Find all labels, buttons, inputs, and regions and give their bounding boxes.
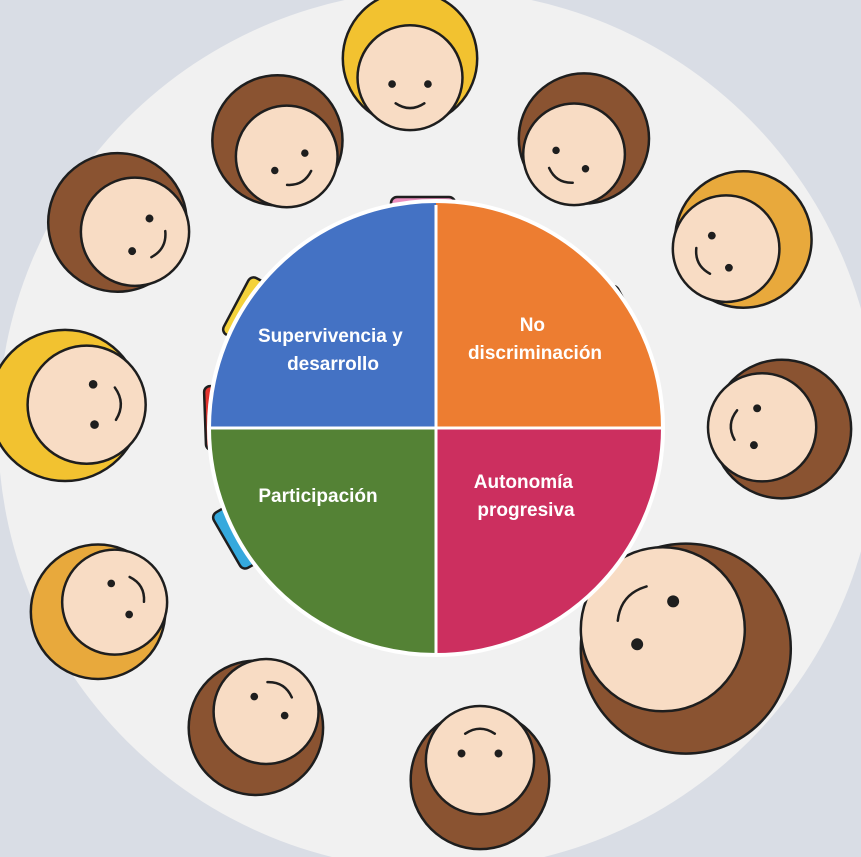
label-supervivencia: Supervivencia y desarrollo [258, 326, 408, 375]
label-autonomia-line-1: Autonomía [474, 472, 574, 493]
label-participacion-line-1: Participación [258, 486, 377, 507]
child-bottom-head [409, 704, 551, 851]
child-left-lower-head [29, 543, 169, 681]
quadrant-supervivencia [209, 201, 436, 428]
label-autonomia: Autonomía progresiva [474, 472, 579, 521]
quadrant-participacion [209, 428, 436, 655]
child-top-left-head [211, 73, 344, 209]
label-no-discriminacion: No discriminación [468, 315, 602, 364]
label-supervivencia-line-1: Supervivencia y [258, 326, 403, 347]
child-top-right-head [517, 72, 651, 207]
quadrant-no-discriminacion [436, 201, 663, 428]
label-autonomia-line-2: progresiva [477, 500, 575, 521]
rights-circle [207, 199, 665, 657]
child-right-upper-head [671, 170, 813, 310]
quadrant-autonomia [436, 428, 663, 655]
child-left-head [0, 328, 147, 483]
label-supervivencia-line-2: desarrollo [287, 354, 379, 375]
label-no-discriminacion-line-1: No [520, 315, 545, 336]
child-left-upper-head [46, 151, 191, 293]
label-participacion: Participación [258, 486, 377, 507]
child-right-head [706, 358, 853, 500]
child-bottom-left-head [187, 657, 325, 797]
circle-outline [207, 199, 665, 657]
child-bottom-right-head [579, 542, 793, 755]
label-no-discriminacion-line-2: discriminación [468, 343, 602, 364]
child-top-head [341, 0, 479, 132]
